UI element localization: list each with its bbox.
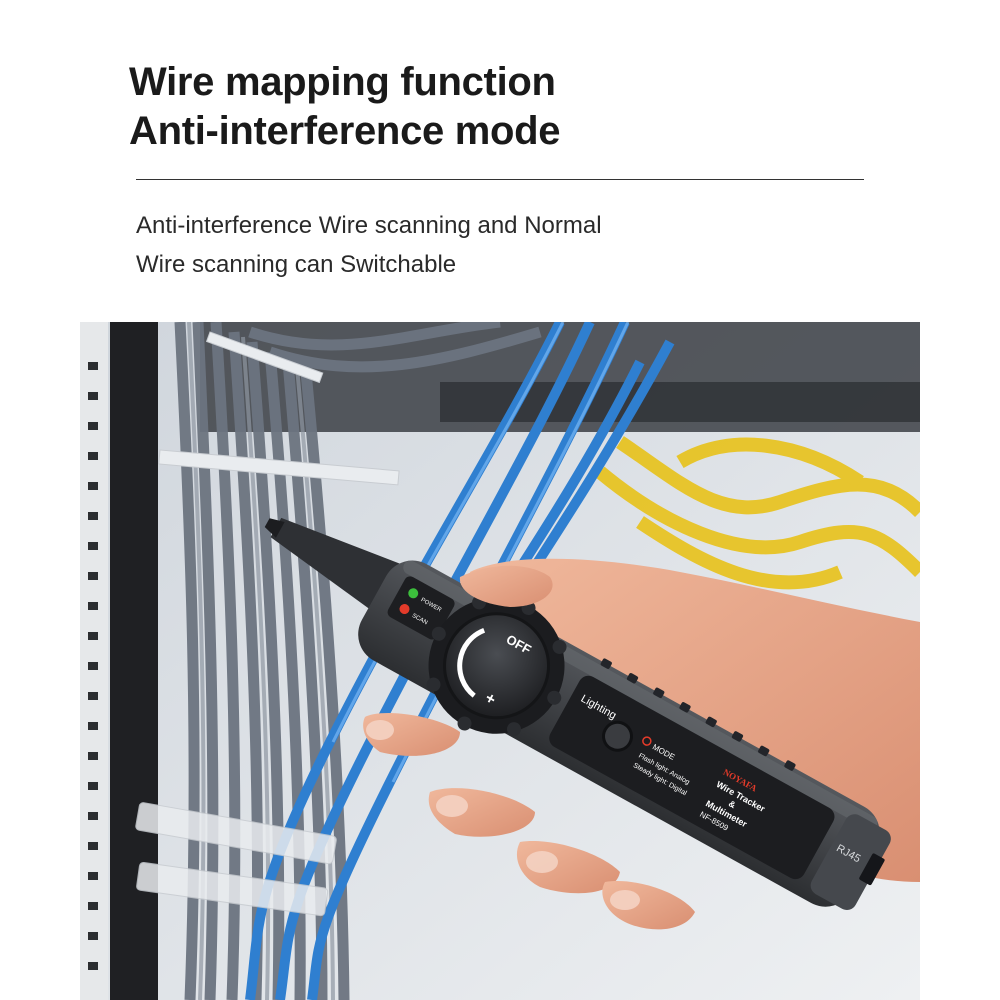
description-line-1: Anti-interference Wire scanning and Norm… xyxy=(136,212,602,239)
product-photo: POWER SCAN OFF + Lighting MODE Flash lig… xyxy=(80,322,920,1000)
lighting-button[interactable] xyxy=(598,717,636,755)
rj45-port[interactable] xyxy=(859,853,886,886)
description: Anti-interference Wire scanning and Norm… xyxy=(136,206,602,284)
headline-line-1: Wire mapping function xyxy=(129,60,556,104)
headline-line-2: Anti-interference mode xyxy=(129,109,561,153)
product-name-line-2: & xyxy=(727,798,738,810)
description-line-2: Wire scanning can Switchable xyxy=(136,251,457,278)
divider xyxy=(136,179,864,180)
headline: Wire mapping function Anti-interference … xyxy=(129,58,561,156)
product-photo-illustration: POWER SCAN OFF + Lighting MODE Flash lig… xyxy=(80,322,920,1000)
